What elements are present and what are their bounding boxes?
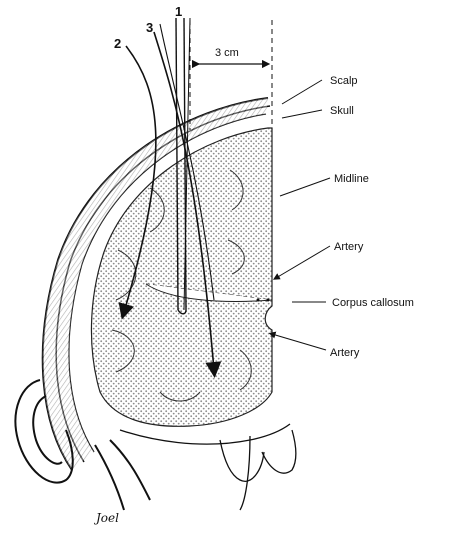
distance-label: 3 cm: [215, 47, 239, 59]
skull-label: Skull: [330, 105, 354, 117]
midline-label: Midline: [334, 173, 369, 185]
trajectory-1-label: 1: [175, 4, 182, 19]
scalp-label: Scalp: [330, 75, 358, 87]
corpus-callosum-label: Corpus callosum: [332, 297, 414, 309]
artery-upper-label: Artery: [334, 241, 364, 253]
artery-lower-label: Artery: [330, 347, 360, 359]
artist-signature: Joel: [93, 511, 119, 525]
trajectory-2-label: 2: [114, 36, 121, 51]
leader-lines: [272, 80, 330, 350]
skull-base: [95, 424, 296, 510]
trajectory-3-label: 3: [146, 20, 153, 35]
